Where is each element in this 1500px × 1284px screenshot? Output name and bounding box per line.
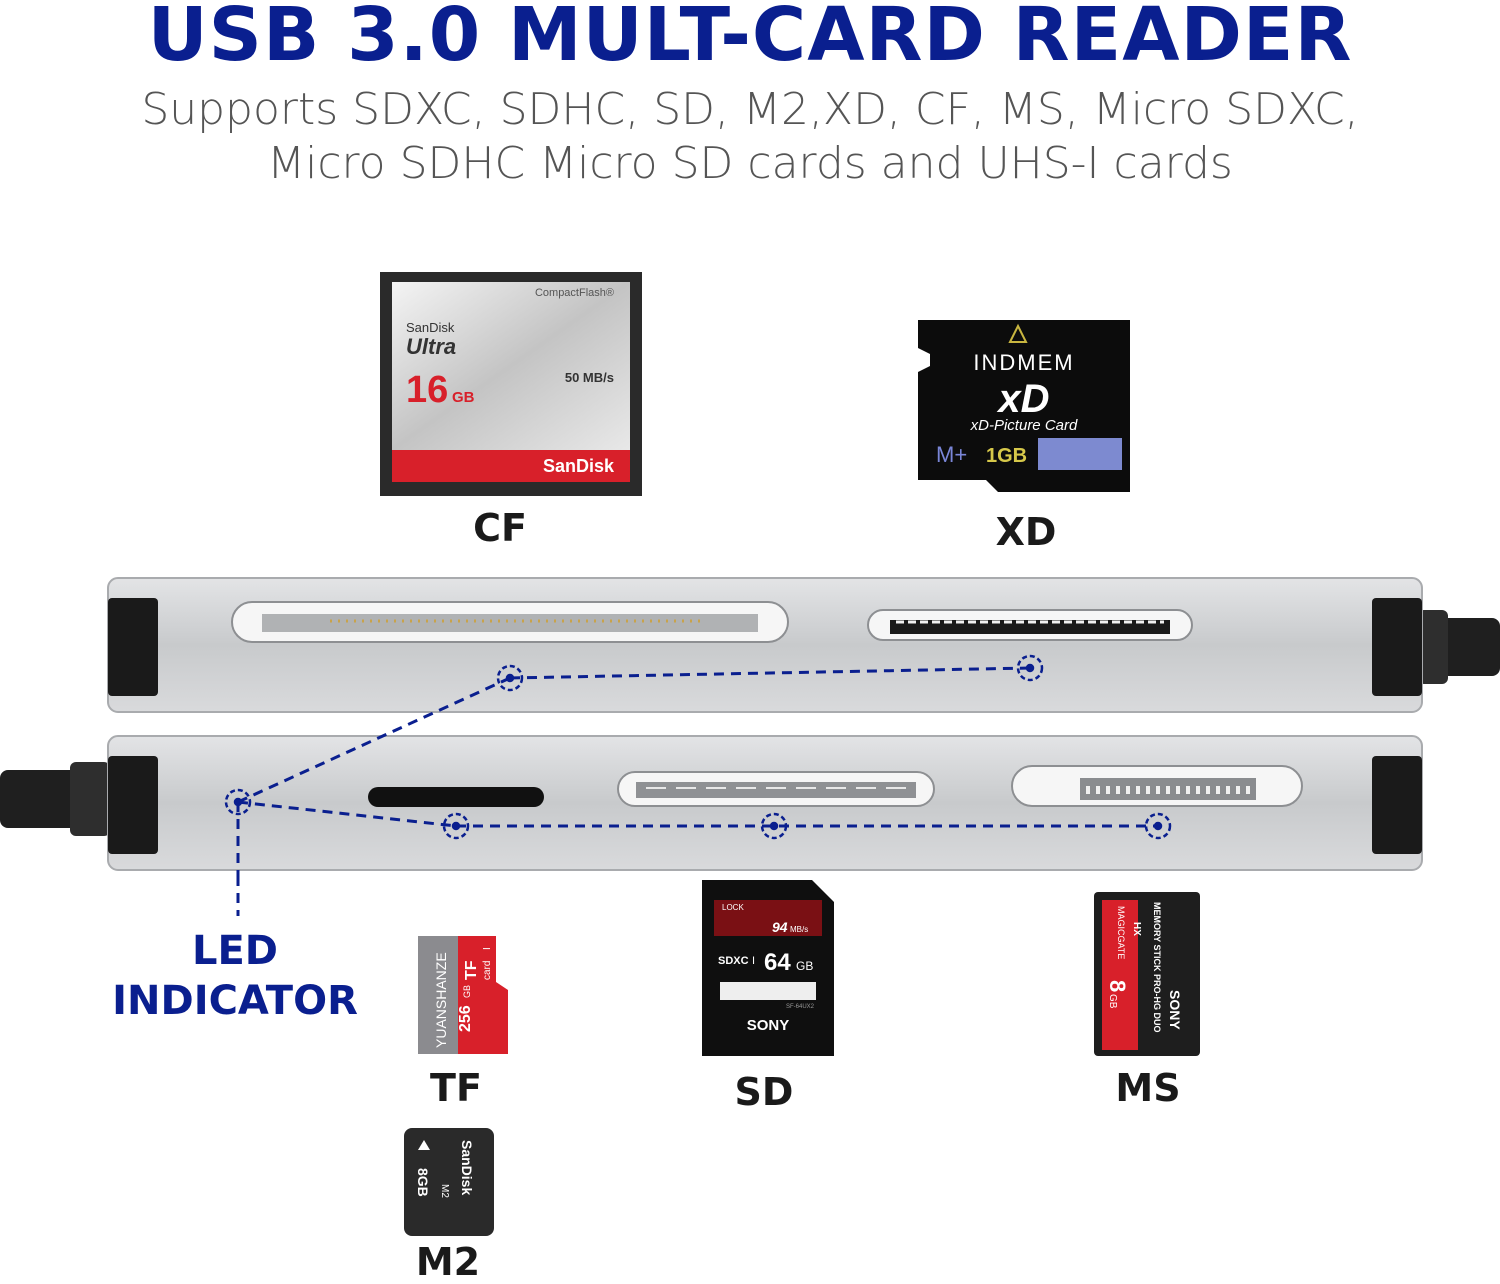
ms-unit: GB: [1107, 994, 1118, 1009]
m2-capacity: 8GB: [415, 1168, 431, 1197]
sd-speed-unit: MB/s: [790, 925, 808, 934]
led-indicator-lines: [236, 666, 1158, 880]
m2-brand: SanDisk: [459, 1140, 475, 1195]
xd-card-image: INDMEM xD xD-Picture Card M+ 1GB: [918, 320, 1130, 492]
ms-card-image: MAGICGATE HX 8 GB MEMORY STICK PRO-HG DU…: [1094, 892, 1200, 1056]
m2-label: M2: [415, 1240, 481, 1284]
sd-lock: LOCK: [722, 903, 744, 912]
page-title: USB 3.0 MULT-CARD READER: [147, 0, 1353, 78]
cf-label: CF: [473, 506, 527, 550]
sd-class: 94: [772, 919, 788, 935]
tf-brand: YUANSHANZE: [433, 952, 449, 1048]
sd-uhs: I: [752, 955, 755, 967]
m2-type: M2: [439, 1184, 450, 1198]
tf-grade: I: [482, 947, 493, 950]
ms-label: MS: [1115, 1066, 1181, 1110]
cf-maker: SanDisk: [406, 320, 455, 335]
sd-sdxc: SDXC: [718, 955, 749, 967]
xd-brand: INDMEM: [973, 350, 1074, 375]
ms-magicgate: MAGICGATE: [1116, 906, 1126, 959]
sd-capacity: 64: [764, 949, 791, 976]
sd-label: SD: [734, 1070, 794, 1114]
xd-label: XD: [995, 510, 1057, 554]
cf-card-image: CompactFlash® SanDisk Ultra 16 GB 50 MB/…: [380, 272, 642, 496]
sd-serial: SF-64UX2: [786, 1004, 815, 1010]
ms-capacity: 8: [1105, 980, 1130, 992]
xd-type: M+: [936, 442, 967, 467]
led-label-line-2: INDICATOR: [112, 978, 358, 1024]
tf-card-word: card: [482, 961, 493, 980]
card-reader-device: [0, 577, 1500, 880]
ms-product: MEMORY STICK PRO-HG DUO: [1152, 902, 1162, 1033]
xd-subtitle: xD-Picture Card: [970, 417, 1078, 434]
cf-speed: 50 MB/s: [565, 370, 614, 385]
ms-series: HX: [1131, 922, 1142, 936]
sd-unit: GB: [796, 959, 813, 973]
tf-label: TF: [430, 1066, 482, 1110]
cf-capacity-unit: GB: [452, 389, 475, 406]
tf-card-image: YUANSHANZE 256 GB TF card I: [418, 936, 508, 1054]
xd-logo: xD: [996, 377, 1049, 421]
subtitle-line-1: Supports SDXC, SDHC, SD, M2,XD, CF, MS, …: [141, 84, 1359, 135]
led-label-line-1: LED: [191, 928, 278, 974]
xd-capacity: 1GB: [986, 445, 1027, 467]
subtitle-line-2: Micro SDHC Micro SD cards and UHS-I card…: [267, 138, 1233, 189]
cf-line: Ultra: [406, 334, 456, 359]
tf-slot: [368, 787, 544, 807]
m2-card-image: SanDisk 8GB M2: [404, 1128, 494, 1236]
led-pointer-line: [236, 876, 240, 916]
ms-brand: SONY: [1167, 990, 1183, 1030]
cf-capacity: 16: [406, 369, 448, 411]
tf-capacity: 256: [457, 1005, 474, 1032]
cf-footer-brand: SanDisk: [543, 456, 615, 476]
reader-top-housing: [107, 577, 1423, 713]
sd-card-image: LOCK 94 MB/s SDXC I 64 GB SF-64UX2 SONY: [702, 880, 834, 1056]
cf-brand-small: CompactFlash®: [535, 287, 614, 299]
tf-unit: GB: [462, 985, 472, 998]
sd-brand: SONY: [747, 1017, 790, 1034]
led-points: [224, 654, 1172, 840]
tf-type: TF: [463, 960, 480, 980]
